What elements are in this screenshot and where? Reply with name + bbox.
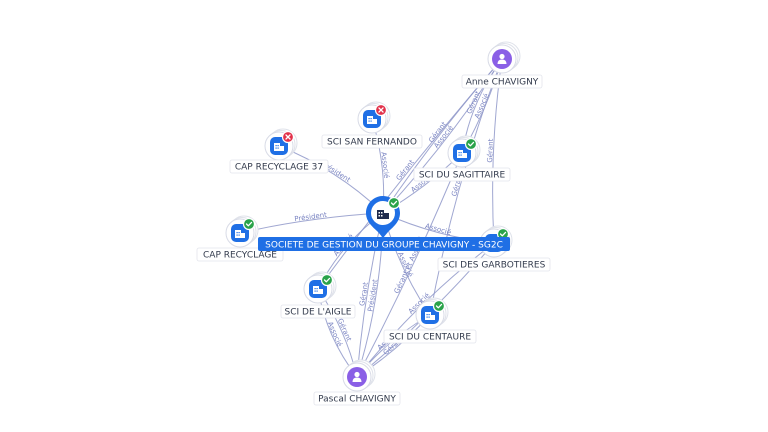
- building-icon: [313, 286, 323, 294]
- status-badge-active: [387, 196, 401, 210]
- building-icon: [457, 150, 467, 158]
- check-icon: [432, 299, 446, 313]
- cross-icon: [374, 103, 388, 117]
- node-label: SCI DES GARBOTIERES: [443, 261, 546, 271]
- node-label-box: [196, 247, 284, 262]
- edge-center-cap37: [278, 145, 384, 214]
- check-icon: [464, 137, 478, 151]
- node-label-box: [321, 134, 423, 149]
- node-label-box: [313, 391, 401, 406]
- center-label-box: [258, 237, 510, 251]
- node-label: Anne CHAVIGNY: [466, 78, 539, 88]
- node-pascal[interactable]: Pascal CHAVIGNY: [313, 359, 401, 406]
- cross-icon: [281, 130, 295, 144]
- node-label: SCI DE L'AIGLE: [285, 308, 352, 318]
- node-san-fernando[interactable]: SCI SAN FERNANDO: [321, 101, 423, 149]
- center-node[interactable]: SOCIETE DE GESTION DU GROUPE CHAVIGNY - …: [258, 196, 510, 251]
- edge-label: Associé: [424, 222, 452, 237]
- node-label: Pascal CHAVIGNY: [318, 395, 396, 405]
- person-icon: [497, 53, 507, 64]
- node-label-box: [383, 329, 477, 344]
- node-label-box: [437, 257, 551, 272]
- node-label: CAP RECYCLAGE: [203, 251, 277, 261]
- edge-label: Gérant: [358, 281, 370, 306]
- edge-label: Gérant: [486, 138, 495, 163]
- center-label: SOCIETE DE GESTION DU GROUPE CHAVIGNY - …: [265, 241, 503, 251]
- node-label-box: [229, 159, 329, 174]
- edge-pascal-sagittaire: [356, 152, 463, 378]
- edge-anne-centaure: [429, 58, 503, 316]
- node-label-box: [413, 167, 511, 182]
- building-icon: [425, 312, 435, 320]
- nodes-layer: Anne CHAVIGNY SCI SAN FERNANDO CAP RECYCLA…: [196, 41, 551, 406]
- node-aigle[interactable]: SCI DE L'AIGLE: [280, 271, 356, 319]
- node-anne[interactable]: Anne CHAVIGNY: [461, 41, 543, 89]
- building-icon: [377, 210, 389, 219]
- node-label: CAP RECYCLAGE 37: [235, 163, 323, 173]
- node-centaure[interactable]: SCI DU CENTAURE: [383, 297, 477, 344]
- person-icon: [352, 371, 362, 382]
- check-icon: [242, 217, 256, 231]
- node-label-box: [280, 304, 356, 319]
- node-label: SCI DU CENTAURE: [389, 333, 471, 343]
- node-label-box: [461, 74, 543, 89]
- edge-label: Président: [294, 211, 328, 224]
- building-icon: [274, 143, 284, 151]
- building-icon: [235, 230, 245, 238]
- check-icon: [320, 273, 334, 287]
- building-icon: [367, 116, 377, 124]
- node-cap37[interactable]: CAP RECYCLAGE 37: [229, 128, 329, 174]
- node-label: SCI SAN FERNANDO: [327, 138, 417, 148]
- node-cap[interactable]: CAP RECYCLAGE: [196, 215, 284, 262]
- node-label: SCI DU SAGITTAIRE: [419, 171, 506, 181]
- edge-label: Associé: [379, 152, 390, 179]
- node-sagittaire[interactable]: SCI DU SAGITTAIRE: [413, 135, 511, 182]
